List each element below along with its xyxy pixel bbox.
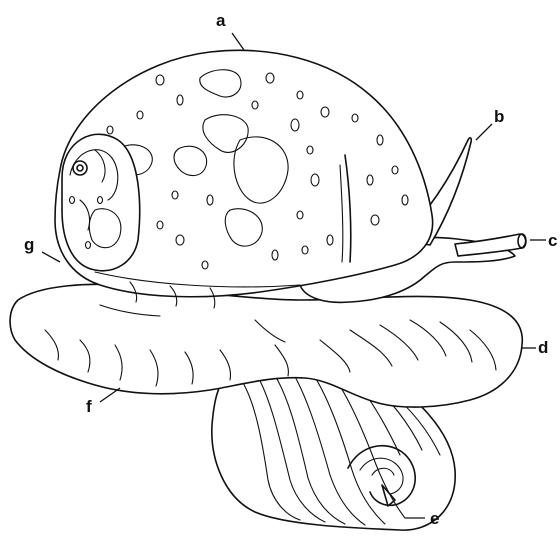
main-shell — [55, 50, 433, 308]
label-a-text: a — [216, 11, 226, 30]
label-a: a — [216, 11, 244, 50]
label-c-text: c — [548, 231, 557, 250]
label-d: d — [522, 338, 548, 357]
label-e-text: e — [430, 509, 439, 528]
label-f-text: f — [86, 397, 92, 416]
label-b: b — [476, 107, 504, 140]
label-g-text: g — [24, 235, 34, 254]
label-g: g — [24, 235, 60, 262]
label-c: c — [530, 231, 557, 250]
label-b-text: b — [494, 107, 504, 126]
label-f: f — [86, 388, 120, 416]
label-d-text: d — [538, 338, 548, 357]
